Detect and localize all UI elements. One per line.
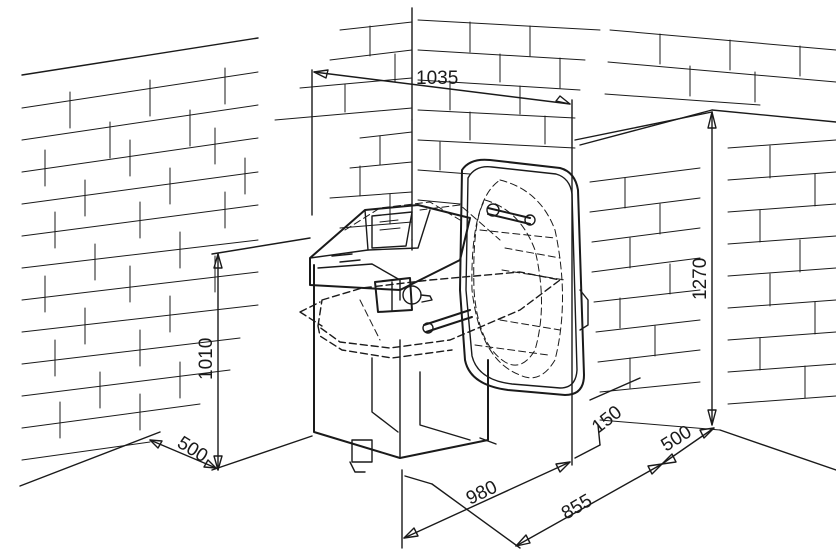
label-wall-clearance: 150 (588, 402, 626, 438)
label-body-height: 1010 (196, 338, 217, 380)
dimension-wall-clearance: 150 (574, 377, 641, 459)
wheel-guard (459, 158, 589, 396)
floor-lines (411, 239, 721, 431)
label-max-height: 1270 (690, 258, 711, 300)
label-left-depth: 500 (173, 432, 211, 467)
back-wall-center (274, 7, 413, 241)
dimension-front-width: 980 (401, 461, 571, 549)
right-side-wall (579, 109, 836, 471)
balancer-machine (299, 201, 561, 485)
label-front-width: 980 (463, 477, 501, 510)
left-brick-wall (19, 37, 259, 487)
dimension-left-depth: 500 (149, 432, 217, 469)
label-right-depth: 500 (658, 422, 696, 457)
dimension-overall-width: 1035 (311, 68, 573, 466)
label-overall-width: 1035 (416, 68, 458, 89)
dimension-side-depth: 855 (431, 463, 663, 549)
back-wall-right (417, 19, 836, 205)
dimension-body-height: 1010 (196, 237, 313, 471)
dimension-right-depth: 500 (658, 422, 715, 465)
dimension-max-height: 1270 (574, 111, 717, 426)
